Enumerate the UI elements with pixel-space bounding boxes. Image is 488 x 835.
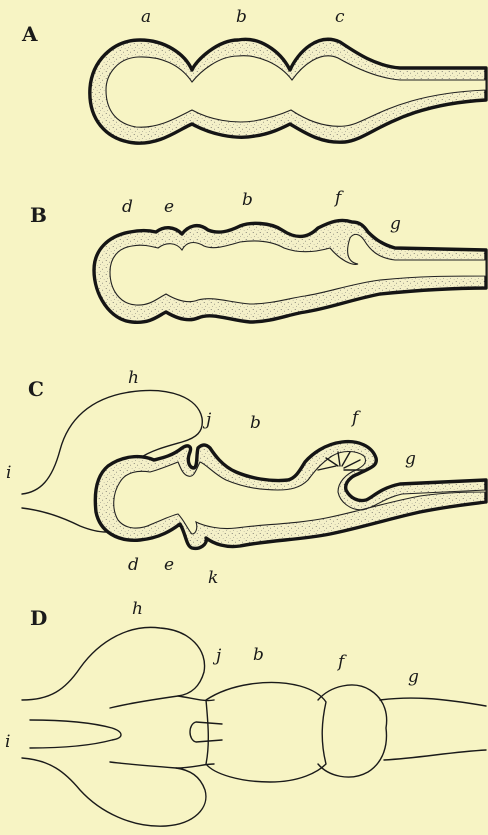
label-c-telencephalon: d [128, 555, 139, 575]
label-d-hemisphere: h [132, 599, 143, 619]
panel-c: C h i j b f g d e k [6, 368, 486, 588]
label-b-cerebellum: f [333, 188, 344, 208]
midbrain-outline-d [206, 682, 326, 782]
label-c-pineal: j [202, 410, 212, 430]
label-a-hindbrain: c [335, 7, 345, 27]
label-a-forebrain: a [141, 7, 151, 27]
label-b-medulla: g [390, 214, 401, 234]
label-c-olfactory: i [6, 463, 11, 483]
label-c-cerebellum: f [350, 408, 361, 428]
panel-a: A a b c [21, 7, 486, 143]
cerebellum-outline-d [318, 685, 387, 777]
label-a-midbrain: b [236, 7, 247, 27]
panel-d: D h j b f g i [5, 599, 486, 826]
panel-letter-d: D [30, 606, 47, 630]
hemisphere-upper-d [22, 627, 205, 708]
panel-letter-b: B [30, 203, 47, 227]
label-c-diencephalon: e [164, 555, 174, 575]
label-d-midbrain: b [253, 645, 264, 665]
medulla-outline-d [380, 698, 486, 760]
label-d-olfactory: i [5, 732, 10, 752]
label-d-medulla: g [408, 667, 419, 687]
panel-b: B d e b f g [30, 188, 486, 322]
label-b-diencephalon: e [164, 197, 174, 217]
label-d-cerebellum: f [336, 652, 347, 672]
olfactory-wedge-d [30, 720, 121, 748]
olfactory-lower-line-c [22, 508, 106, 532]
panel-letter-c: C [28, 377, 44, 401]
label-c-hemisphere: h [128, 368, 139, 388]
label-b-telencephalon: d [122, 197, 133, 217]
label-d-pineal: j [212, 646, 222, 666]
label-c-medulla: g [405, 449, 416, 469]
label-c-pituitary: k [208, 568, 218, 588]
panel-letter-a: A [21, 22, 38, 46]
pineal-notch-d [190, 722, 222, 742]
label-b-midbrain: b [242, 190, 253, 210]
label-c-midbrain: b [250, 413, 261, 433]
